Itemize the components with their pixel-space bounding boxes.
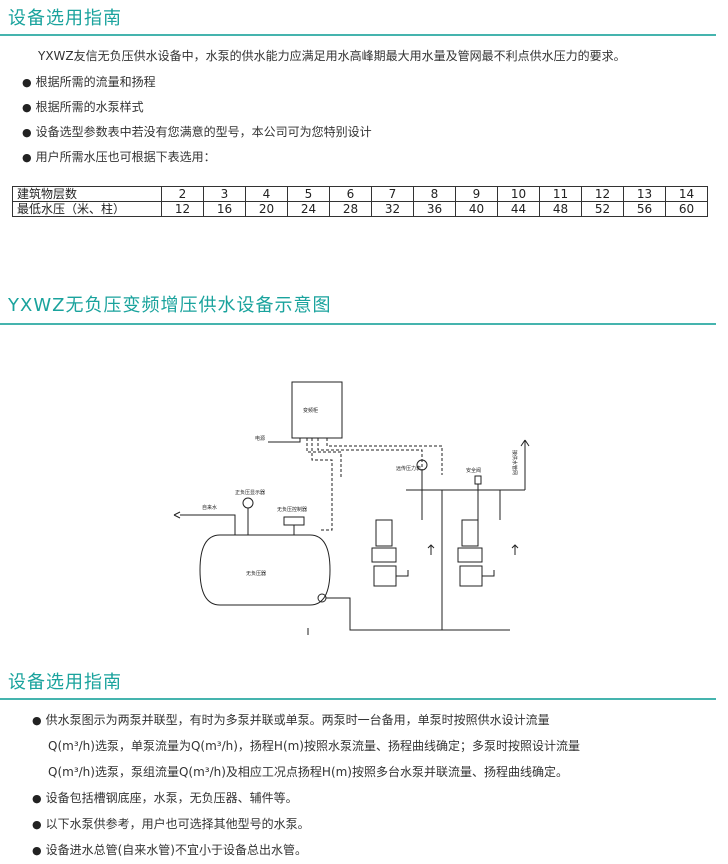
table-cell: 20	[245, 201, 288, 217]
table-cell: 10	[497, 186, 540, 202]
bullet-item: 设备选型参数表中若没有您满意的型号，本公司可为您特别设计	[22, 124, 372, 141]
label-safety-valve: 安全阀	[466, 467, 481, 474]
table-cell: 32	[371, 201, 414, 217]
table-cell: 7	[371, 186, 414, 202]
signal-line	[311, 438, 333, 531]
safety-valve	[474, 475, 482, 485]
cabinet-box	[291, 381, 343, 439]
bullet-item: 根据所需的流量和扬程	[22, 74, 156, 91]
pressure-display-gauge	[242, 497, 254, 509]
power-line	[268, 438, 301, 443]
label-pressure-display: 正负压显示器	[235, 489, 265, 496]
table-row-floors: 建筑物层数 2 3 4 5 6 7 8 9 10 11 12 13 14	[12, 186, 708, 202]
table-cell: 8	[413, 186, 456, 202]
bullet-item: 以下水泵供参考，用户也可选择其他型号的水泵。	[32, 816, 310, 833]
label-tank: 无负压器	[246, 570, 266, 577]
table-cell: 9	[455, 186, 498, 202]
table-cell: 24	[287, 201, 330, 217]
signal-line	[326, 438, 443, 475]
table-cell: 11	[539, 186, 582, 202]
label-power: 电源	[255, 435, 265, 442]
label-tap-water: 自来水	[202, 504, 217, 511]
pump-body-1	[371, 547, 397, 563]
label-to-user: 接供水管网	[511, 450, 518, 475]
controller-box	[283, 516, 305, 526]
table-row-pressure: 最低水压（米、柱） 12 16 20 24 28 32 36 40 44 48 …	[12, 201, 708, 217]
tank-body	[199, 534, 331, 606]
table-cell: 48	[539, 201, 582, 217]
table-cell: 44	[497, 201, 540, 217]
table-row-header: 最低水压（米、柱）	[12, 201, 162, 217]
pump-base-2	[459, 565, 483, 587]
table-cell: 60	[665, 201, 708, 217]
section-divider	[0, 698, 716, 700]
table-cell: 14	[665, 186, 708, 202]
pump-motor-2	[461, 519, 479, 547]
table-cell: 28	[329, 201, 372, 217]
table-cell: 4	[245, 186, 288, 202]
paragraph-continuation: Q(m³/h)选泵，单泵流量为Q(m³/h)，扬程H(m)按照水泵流量、扬程曲线…	[48, 739, 580, 753]
table-cell: 12	[161, 201, 204, 217]
table-cell: 3	[203, 186, 246, 202]
section-divider	[0, 323, 716, 325]
table-cell: 13	[623, 186, 666, 202]
section-title-selection-guide: 设备选用指南	[8, 8, 122, 29]
label-remote-gauge: 远传压力表	[396, 465, 421, 472]
bullet-item: 用户所需水压也可根据下表选用：	[22, 149, 216, 166]
pump-motor-1	[375, 519, 393, 547]
section-divider	[0, 34, 716, 36]
table-cell: 56	[623, 201, 666, 217]
table-cell: 16	[203, 201, 246, 217]
label-cabinet: 变频柜	[303, 407, 318, 414]
bullet-item: 设备包括槽钢底座，水泵，无负压器、辅件等。	[32, 790, 298, 807]
section-title-selection-guide-2: 设备选用指南	[8, 672, 122, 693]
section-title-schematic: YXWZ无负压变频增压供水设备示意图	[8, 295, 332, 316]
suction-pipe	[326, 597, 510, 631]
pressure-table: 建筑物层数 2 3 4 5 6 7 8 9 10 11 12 13 14 最低水…	[12, 186, 708, 217]
intro-text: YXWZ友信无负压供水设备中，水泵的供水能力应满足用水高峰期最大用水量及管网最不…	[38, 49, 626, 63]
table-cell: 36	[413, 201, 456, 217]
equipment-schematic: 变频柜 电源 远传压力表 安全阀 接供水管网 自来水 正负压显示器 无负压控制器…	[173, 381, 530, 635]
table-cell: 12	[581, 186, 624, 202]
inlet-pipe	[180, 514, 236, 535]
paragraph-continuation: Q(m³/h)选泵，泵组流量Q(m³/h)及相应工况点扬程H(m)按照多台水泵并…	[48, 765, 568, 779]
table-cell: 5	[287, 186, 330, 202]
bullet-item: 供水泵图示为两泵并联型，有时为多泵并联或单泵。两泵时一台备用，单泵时按照供水设计…	[32, 712, 550, 729]
pump-base-1	[373, 565, 397, 587]
signal-line	[317, 438, 423, 475]
signal-line	[306, 438, 342, 478]
table-cell: 2	[161, 186, 204, 202]
pump-body-2	[457, 547, 483, 563]
label-controller: 无负压控制器	[277, 506, 307, 513]
table-cell: 52	[581, 201, 624, 217]
table-cell: 40	[455, 201, 498, 217]
bullet-item: 设备进水总管(自来水管)不宜小于设备总出水管。	[32, 842, 307, 859]
table-row-header: 建筑物层数	[12, 186, 162, 202]
bullet-item: 根据所需的水泵样式	[22, 99, 144, 116]
table-cell: 6	[329, 186, 372, 202]
